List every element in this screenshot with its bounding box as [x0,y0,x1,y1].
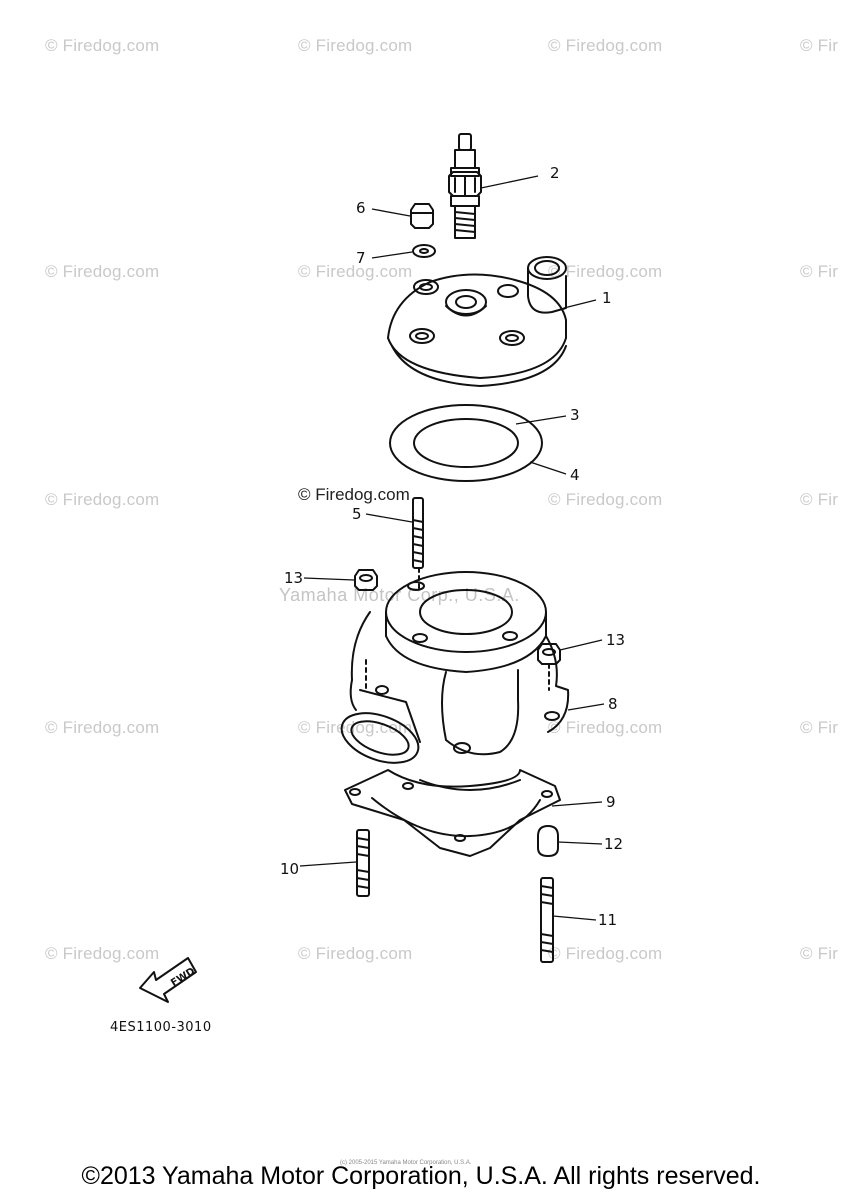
callout-1: 1 [602,289,612,307]
watermark: © Firedog.com [45,490,160,509]
watermark: © Fir [800,944,839,963]
copyright-footer: ©2013 Yamaha Motor Corporation, U.S.A. A… [81,1162,761,1190]
callout-8: 8 [608,695,618,713]
callout-11: 11 [598,911,618,929]
watermark: © Fir [800,490,839,509]
cylinder [340,567,570,791]
watermark: © Firedog.com [45,262,160,281]
diagram-code: 4ES1100-3010 [110,1020,212,1035]
watermark: © Fir [800,36,839,55]
head-gaskets [389,404,543,482]
flange-nut-left [354,569,378,591]
stud-left [356,829,370,897]
callout-12: 12 [604,835,624,853]
watermark: © Firedog.com [298,36,413,55]
cylinder-head [387,256,567,387]
callout-9: 9 [606,793,616,811]
base-gasket [344,769,561,857]
cap-nut [410,203,434,229]
watermark: © Firedog.com [298,718,413,737]
watermark: © Firedog.com [45,36,160,55]
callout-6: 6 [356,199,366,217]
watermark: © Firedog.com [45,944,160,963]
callout-10: 10 [280,860,300,878]
stud-upper [412,497,424,569]
watermark: © Firedog.com [298,944,413,963]
watermark: © Firedog.com [548,262,663,281]
watermark: © Firedog.com [45,718,160,737]
watermark: © Firedog.com [548,944,663,963]
callout-7: 7 [356,249,366,267]
watermark: © Firedog.com [548,490,663,509]
stud-right [540,877,554,963]
watermark: © Firedog.com [548,36,663,55]
callout-4: 4 [570,466,580,484]
dowel-cap [537,825,559,857]
watermark: © Fir [800,262,839,281]
callout-3: 3 [570,406,580,424]
fwd-arrow-icon [139,957,197,1003]
watermark: © Fir [800,718,839,737]
callout-5: 5 [352,505,362,523]
callout-13-left: 13 [284,569,304,587]
leader-lines [299,175,605,921]
callout-2: 2 [550,164,560,182]
watermark: © Firedog.com [548,718,663,737]
watermark: © Firedog.com [298,262,413,281]
washer [412,244,436,258]
footer-small-text: (c) 2005-2015 Yamaha Motor Corporation, … [340,1160,472,1166]
flange-nut-right [537,643,561,665]
watermark-center: © Firedog.com [298,485,410,504]
spark-plug [448,133,482,239]
callout-13-right: 13 [606,631,626,649]
